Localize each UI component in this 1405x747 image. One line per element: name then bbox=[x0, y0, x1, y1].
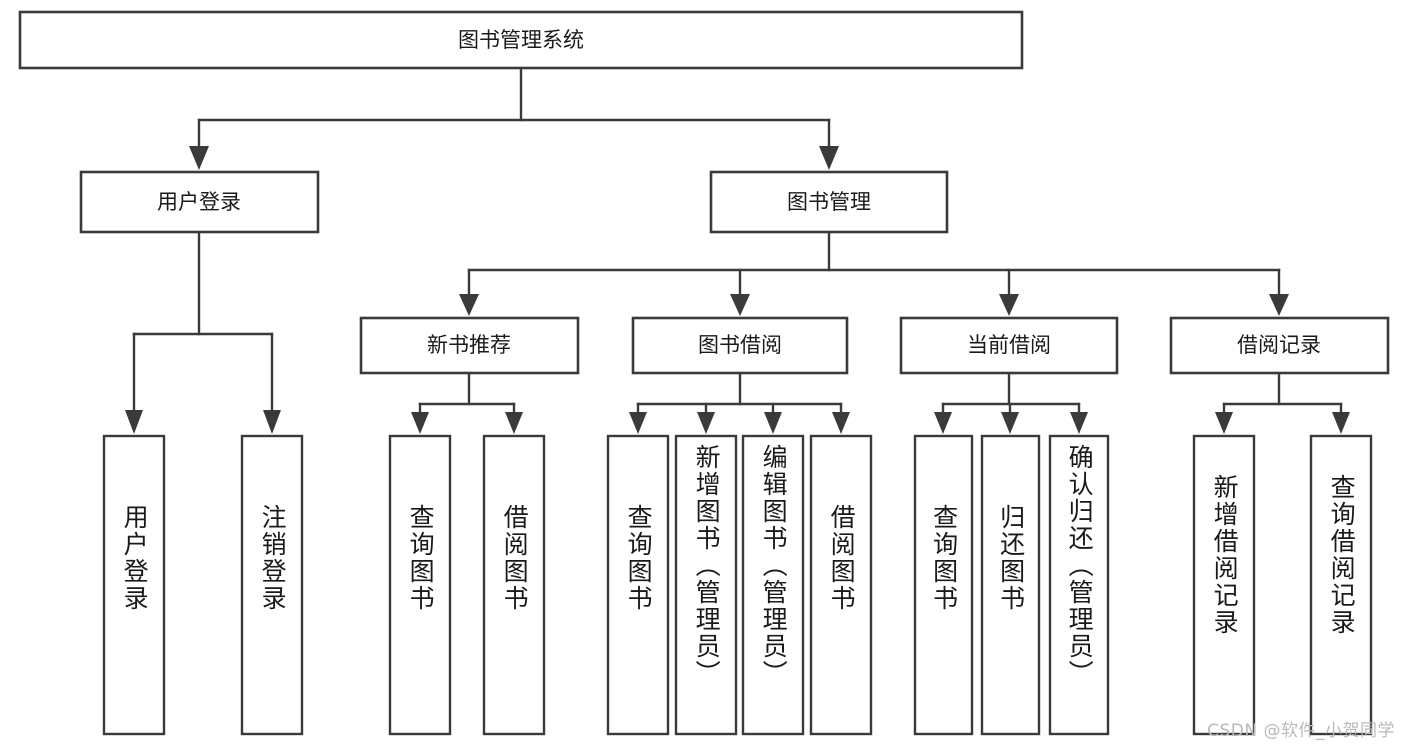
arrow-to-leaf-add-record bbox=[1215, 412, 1233, 434]
arrow-to-user-login bbox=[189, 146, 209, 170]
node-book-borrow-label: 图书借阅 bbox=[698, 333, 782, 357]
node-user-login-box[interactable] bbox=[79, 170, 320, 234]
arrow-to-book-borrow bbox=[730, 294, 750, 316]
node-book-manage-label: 图书管理 bbox=[787, 190, 871, 214]
arrow-to-current-borrow bbox=[999, 294, 1019, 316]
leaf-box-logout[interactable] bbox=[240, 434, 304, 736]
node-root[interactable]: 图书管理系统 bbox=[18, 10, 1024, 70]
arrow-to-leaf-logout bbox=[263, 410, 281, 434]
leaf-box-add-book[interactable] bbox=[674, 434, 738, 736]
leaf-box-edit-book[interactable] bbox=[741, 434, 805, 736]
leaf-box-query-record[interactable] bbox=[1309, 434, 1373, 736]
leaf-box-add-record[interactable] bbox=[1192, 434, 1256, 736]
arrow-to-leaf-add-book bbox=[697, 412, 715, 434]
node-book-manage-box[interactable] bbox=[709, 170, 949, 234]
arrow-to-leaf-query-record bbox=[1332, 412, 1350, 434]
leaf-box-borrow-book-1[interactable] bbox=[482, 434, 546, 736]
node-borrow-record-box[interactable] bbox=[1169, 316, 1390, 375]
arrow-to-leaf-edit-book bbox=[764, 412, 782, 434]
arrow-to-borrow-record bbox=[1269, 294, 1289, 316]
node-borrow-record[interactable]: 借阅记录 bbox=[1169, 316, 1390, 375]
node-book-borrow-box[interactable] bbox=[631, 316, 849, 375]
node-new-book-rec-label: 新书推荐 bbox=[427, 333, 511, 357]
arrow-to-leaf-query-book-1 bbox=[411, 412, 429, 434]
leaf-box-return-book[interactable] bbox=[980, 434, 1041, 736]
csdn-watermark: CSDN @软件_小贺同学 bbox=[1207, 721, 1395, 741]
leaf-box-query-book-2[interactable] bbox=[606, 434, 670, 736]
arrow-to-leaf-query-book-2 bbox=[629, 412, 647, 434]
arrow-to-leaf-borrow-book-2 bbox=[832, 412, 850, 434]
arrow-to-leaf-user-login bbox=[125, 410, 143, 434]
leaf-box-group bbox=[102, 434, 1373, 736]
node-book-borrow[interactable]: 图书借阅 bbox=[631, 316, 849, 375]
arrow-to-leaf-confirm-return bbox=[1070, 412, 1088, 434]
arrow-to-leaf-return-book bbox=[1001, 412, 1019, 434]
node-borrow-record-label: 借阅记录 bbox=[1237, 333, 1321, 357]
leaf-box-borrow-book-2[interactable] bbox=[809, 434, 873, 736]
node-current-borrow-label: 当前借阅 bbox=[967, 333, 1051, 357]
leaf-box-query-book-1[interactable] bbox=[388, 434, 452, 736]
arrow-to-leaf-borrow-book-1 bbox=[505, 412, 523, 434]
node-new-book-rec[interactable]: 新书推荐 bbox=[359, 316, 580, 375]
node-new-book-rec-box[interactable] bbox=[359, 316, 580, 375]
arrow-to-leaf-query-book-3 bbox=[934, 412, 952, 434]
node-root-box[interactable] bbox=[18, 10, 1024, 70]
node-book-manage[interactable]: 图书管理 bbox=[709, 170, 949, 234]
arrow-to-book-manage bbox=[819, 146, 839, 170]
node-current-borrow-box[interactable] bbox=[899, 316, 1119, 375]
leaf-box-query-book-3[interactable] bbox=[913, 434, 974, 736]
arrow-to-new-book-rec bbox=[459, 294, 479, 316]
leaf-box-user-login[interactable] bbox=[102, 434, 166, 736]
node-user-login-label: 用户登录 bbox=[157, 190, 241, 214]
leaf-box-confirm-return[interactable] bbox=[1048, 434, 1110, 736]
node-user-login[interactable]: 用户登录 bbox=[79, 170, 320, 234]
node-root-label: 图书管理系统 bbox=[458, 28, 584, 52]
connector-group bbox=[125, 66, 1350, 434]
node-current-borrow[interactable]: 当前借阅 bbox=[899, 316, 1119, 375]
